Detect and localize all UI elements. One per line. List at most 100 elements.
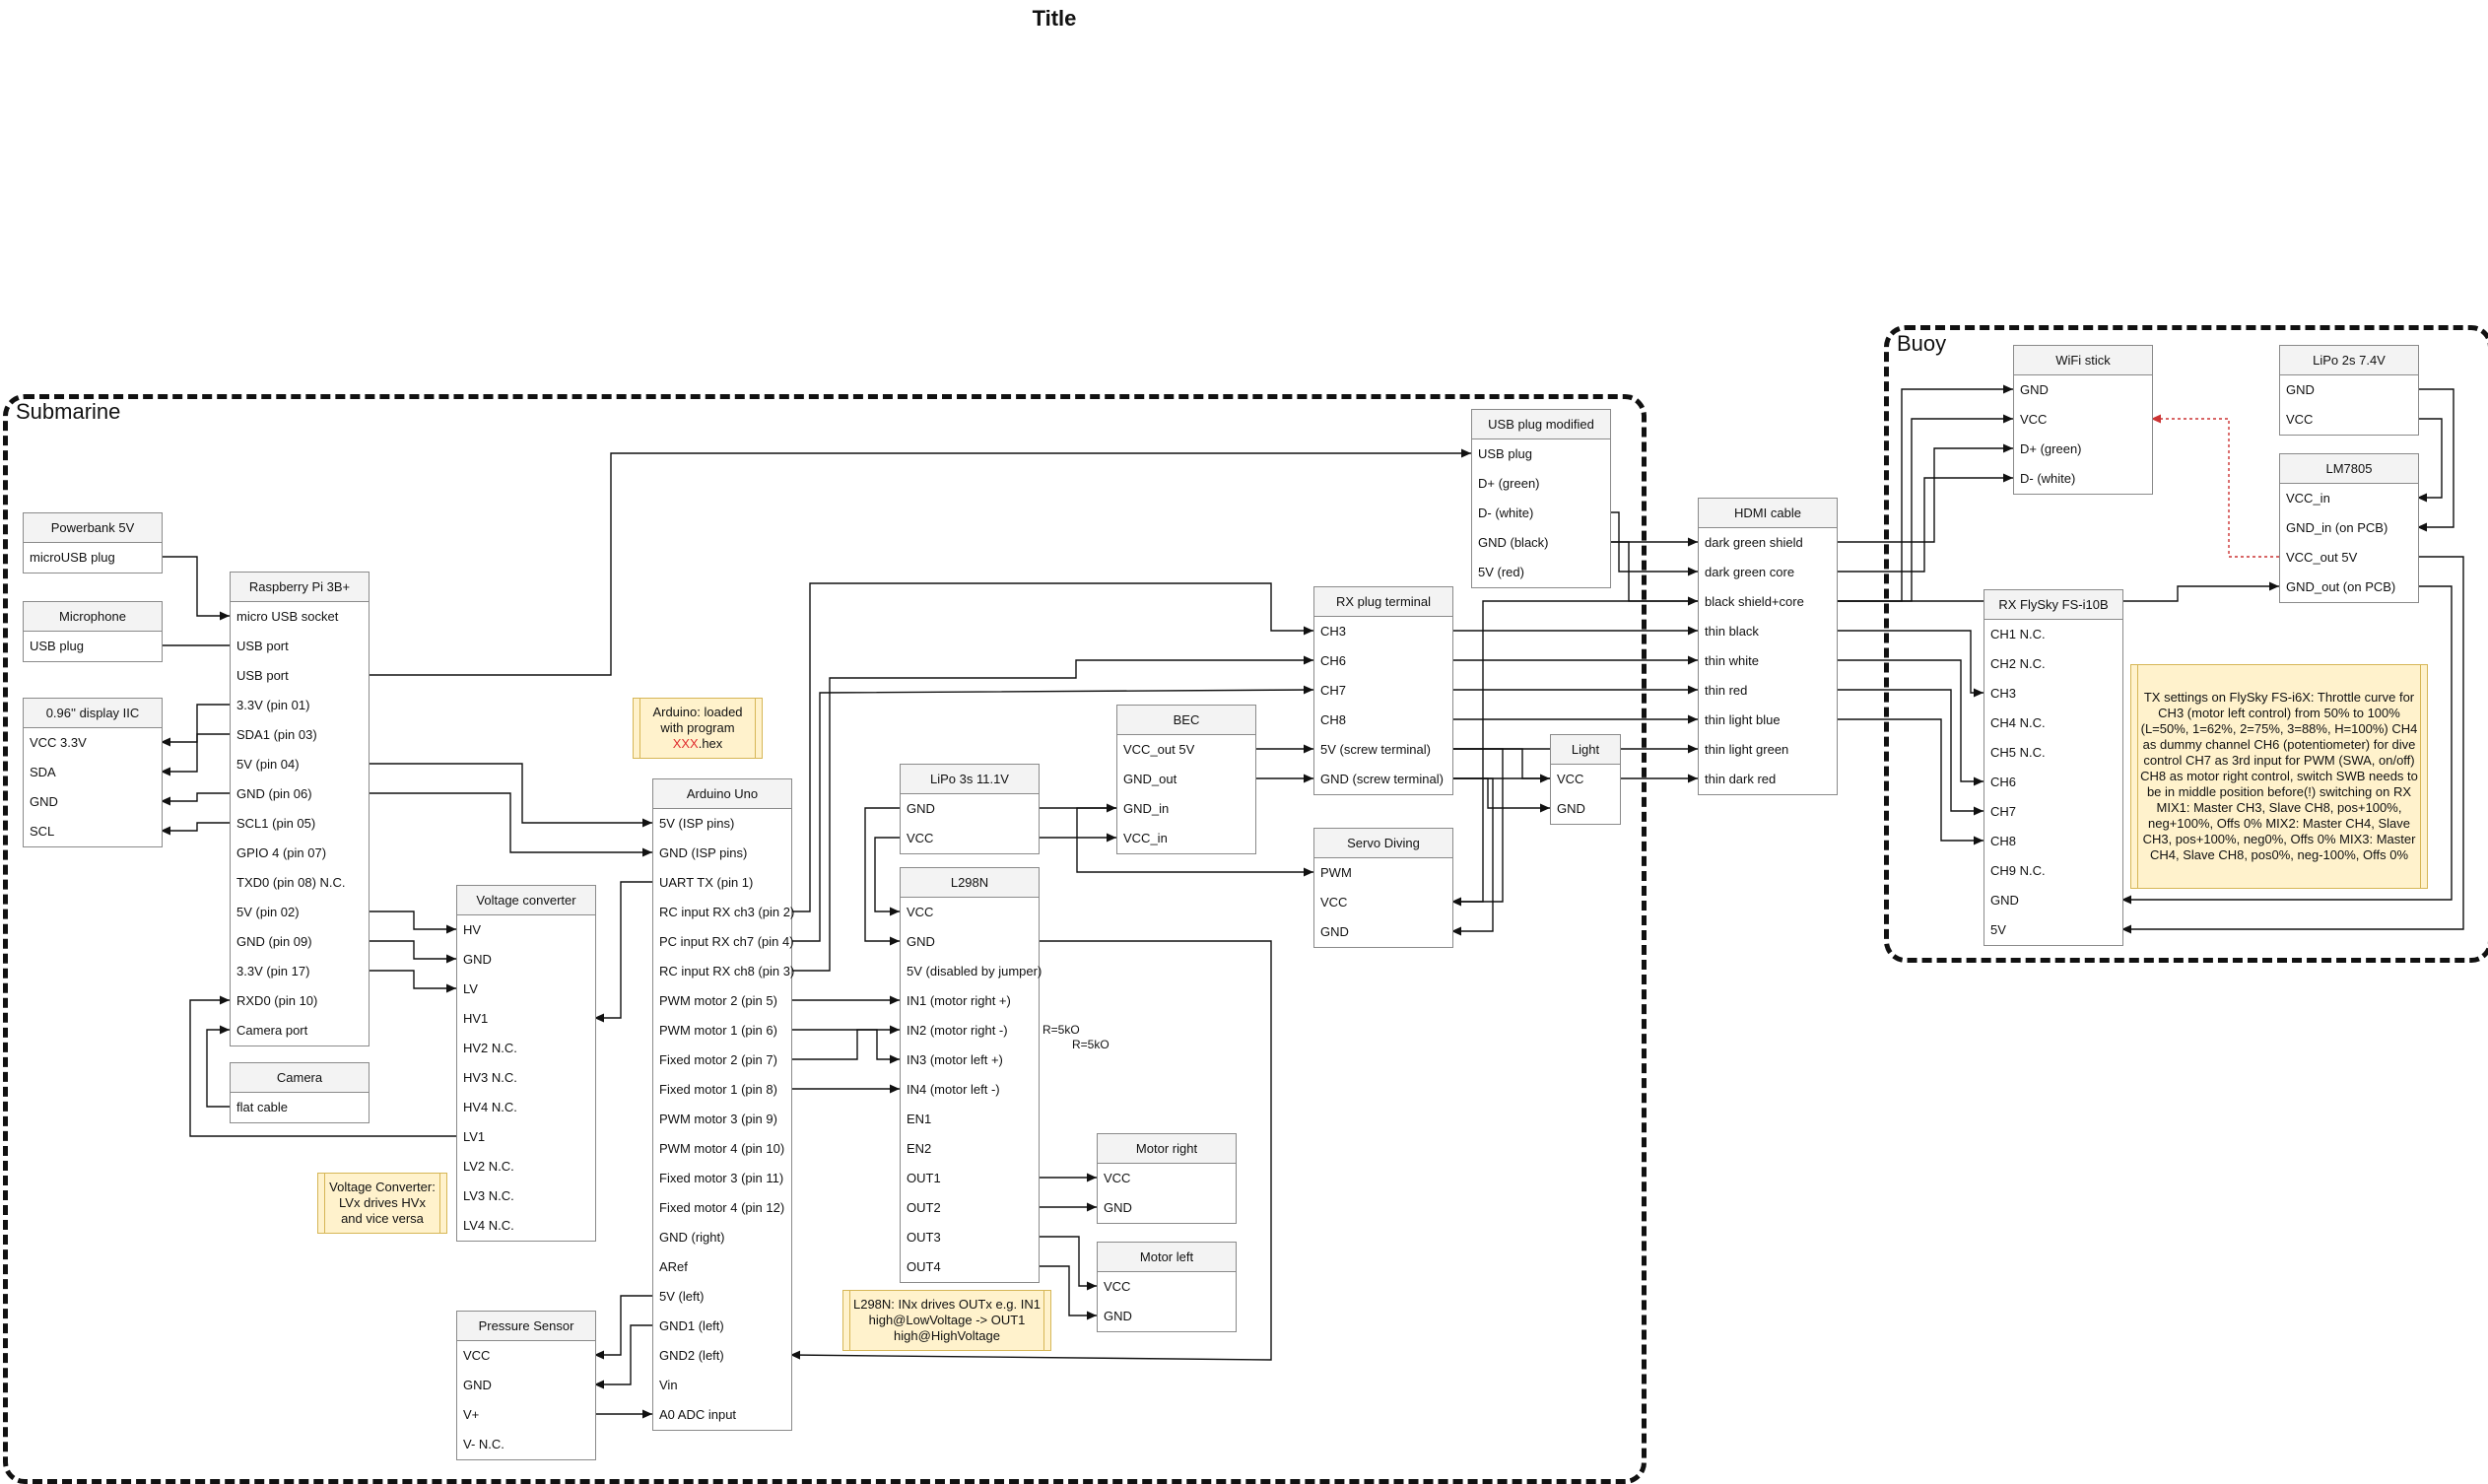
vconv-port: LV4 N.C.	[463, 1218, 514, 1233]
vconv-port: LV2 N.C.	[463, 1159, 514, 1174]
wire-50	[1609, 541, 1698, 606]
arduino-port: PWM motor 2 (pin 5)	[659, 993, 777, 1008]
hdmi-port: thin light green	[1705, 742, 1789, 757]
hdmi-port: thin red	[1705, 683, 1748, 698]
arduino-port: Fixed motor 3 (pin 11)	[659, 1171, 784, 1185]
wire-36	[1076, 807, 1313, 877]
usbplug-title: USB plug modified	[1472, 410, 1610, 439]
wire-32	[1038, 1236, 1097, 1291]
usbplug-port: USB plug	[1478, 446, 1532, 461]
servo-port: GND	[1320, 924, 1349, 939]
display-port: SCL	[30, 824, 55, 839]
powerbank-port: microUSB plug	[30, 550, 115, 565]
vconv-port: LV3 N.C.	[463, 1188, 514, 1203]
wire-22	[790, 1029, 900, 1064]
rpi-port: GND (pin 09)	[236, 934, 312, 949]
display-title: 0.96'' display IIC	[24, 699, 162, 728]
rxplug-port: CH8	[1320, 712, 1347, 727]
arduino-port: Fixed motor 4 (pin 12)	[659, 1200, 785, 1215]
vconv-port: HV3 N.C.	[463, 1070, 517, 1085]
l298n-port: OUT1	[907, 1171, 941, 1185]
wire-58	[1836, 689, 1984, 816]
pressure-port: V- N.C.	[463, 1437, 504, 1451]
rpi-port: USB port	[236, 639, 289, 653]
bec-title: BEC	[1117, 706, 1255, 735]
hdmi-port: black shield+core	[1705, 594, 1804, 609]
display-port: GND	[30, 794, 58, 809]
rxplug-port: CH6	[1320, 653, 1347, 668]
light-title: Light	[1551, 735, 1620, 765]
page-title: Title	[1032, 6, 1077, 31]
wire-0	[161, 556, 230, 621]
rpi-port: RXD0 (pin 10)	[236, 993, 318, 1008]
lipo3s-port: VCC	[907, 831, 934, 845]
pressure-port: GND	[463, 1378, 492, 1392]
wire-18	[790, 582, 1313, 912]
arduino-port: RC input RX ch3 (pin 2)	[659, 905, 795, 919]
servo-port: VCC	[1320, 895, 1348, 910]
arduino-port: PWM motor 1 (pin 6)	[659, 1023, 777, 1038]
rpi-port: Camera port	[236, 1023, 308, 1038]
rpi-port: GND (pin 06)	[236, 786, 312, 801]
rpi-port: 5V (pin 02)	[236, 905, 300, 919]
arduino-port: PC input RX ch7 (pin 4)	[659, 934, 794, 949]
hdmi-port: thin white	[1705, 653, 1759, 668]
motorleft-port: VCC	[1104, 1279, 1131, 1294]
vconv-port: HV2 N.C.	[463, 1041, 517, 1055]
rx-port: CH5 N.C.	[1990, 745, 2046, 760]
wire-7	[368, 763, 652, 828]
rpi-title: Raspberry Pi 3B+	[231, 573, 369, 602]
hdmi-port: thin black	[1705, 624, 1759, 639]
hdmi-title: HDMI cable	[1699, 499, 1837, 528]
tx-settings-note-text: TX settings on FlySky FS-i6X: Throttle c…	[2140, 690, 2418, 862]
usbplug-port: D+ (green)	[1478, 476, 1540, 491]
l298n-port: IN1 (motor right +)	[907, 993, 1011, 1008]
l298n-port: IN3 (motor left +)	[907, 1052, 1003, 1067]
wire-11	[368, 970, 456, 993]
servo-port: PWM	[1320, 865, 1352, 880]
powerbank-title: Powerbank 5V	[24, 513, 162, 543]
lipo2s-title: LiPo 2s 7.4V	[2280, 346, 2418, 375]
l298n-port: OUT4	[907, 1259, 941, 1274]
l298n-port: IN4 (motor left -)	[907, 1082, 1000, 1097]
wire-2	[368, 448, 1471, 676]
bec-port: VCC_in	[1123, 831, 1168, 845]
arduino-title: Arduino Uno	[653, 779, 791, 809]
arduino-port: Fixed motor 1 (pin 8)	[659, 1082, 777, 1097]
hdmi-port: thin dark red	[1705, 772, 1777, 786]
l298n-note: L298N: INx drives OUTx e.g. IN1 high@Low…	[842, 1290, 1051, 1351]
buoy-label: Buoy	[1897, 331, 1947, 356]
rx-port: CH6	[1990, 775, 2017, 789]
vconv-port: HV	[463, 922, 482, 937]
usbplug-port: GND (black)	[1478, 535, 1549, 550]
l298n-port: OUT3	[907, 1230, 941, 1245]
lm7805-port: GND_out (on PCB)	[2286, 579, 2396, 594]
wire-3	[161, 704, 230, 747]
wire-52	[1836, 473, 2013, 573]
wifi-title: WiFi stick	[2014, 346, 2152, 375]
voltage-converter-note: Voltage Converter: LVx drives HVx and vi…	[317, 1173, 447, 1234]
vconv-title: Voltage converter	[457, 886, 595, 915]
arduino-note: Arduino: loaded with program XXX.hex	[633, 698, 763, 759]
wire-12	[189, 995, 456, 1137]
rpi-port: SCL1 (pin 05)	[236, 816, 316, 831]
arduino-note-text: Arduino: loaded with program XXX.hex	[652, 705, 743, 751]
motorleft-port: GND	[1104, 1309, 1132, 1323]
rx-title: RX FlySky FS-i10B	[1984, 590, 2122, 620]
l298n-port: OUT2	[907, 1200, 941, 1215]
resistor-label-2: R=5kO	[1072, 1038, 1110, 1051]
arduino-port: PWM motor 3 (pin 9)	[659, 1112, 777, 1126]
wire-dotted-red	[2151, 414, 2279, 558]
